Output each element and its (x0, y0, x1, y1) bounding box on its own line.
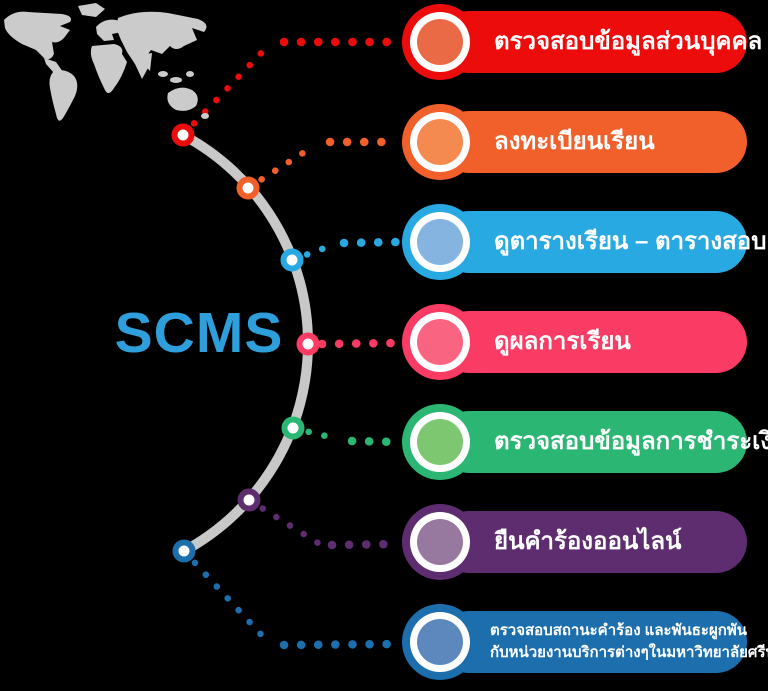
pill-label-line1: ตรวจสอบสถานะคำร้อง และพันธะผูกพัน (490, 621, 747, 639)
pill-label: ยืนคำร้องออนไลน์ (494, 528, 682, 556)
connector-dots (327, 539, 403, 550)
feature-row: ตรวจสอบข้อมูลส่วนบุคคล (0, 4, 768, 80)
pill-label-line2: กับหน่วยงานบริการต่างๆในมหาวิทยาลัยศรีปท… (490, 644, 768, 661)
connector-dots (179, 42, 272, 139)
badge-ring (410, 112, 470, 172)
scms-title: SCMS (114, 301, 284, 365)
node-dot (281, 416, 305, 440)
feature-row: ตรวจสอบสถานะคำร้อง และพันธะผูกพัน กับหน่… (0, 604, 768, 680)
badge-core (417, 219, 463, 265)
pill-label: ดูตารางเรียน – ตารางสอบ (494, 228, 767, 256)
node-dot (236, 176, 260, 200)
feature-row: ดูตารางเรียน – ตารางสอบ (0, 204, 768, 280)
pill-badge (402, 404, 478, 480)
pill-badge (402, 4, 478, 80)
node-dot (172, 539, 196, 563)
feature-row: ยืนคำร้องออนไลน์ (0, 504, 768, 580)
connector-dots (347, 436, 403, 447)
feature-row: ลงทะเบียนเรียน (0, 104, 768, 180)
badge-ring (410, 512, 470, 572)
badge-core (417, 419, 463, 465)
badge-core (417, 19, 463, 65)
node-dot (171, 123, 195, 147)
pill-badge (402, 104, 478, 180)
pill-bar[interactable]: ยืนคำร้องออนไลน์ (438, 511, 747, 573)
pill-label: ดูผลการเรียน (494, 328, 631, 356)
node-dot (237, 488, 261, 512)
badge-core (417, 619, 463, 665)
badge-ring (410, 412, 470, 472)
connector-dots (180, 547, 272, 646)
pill-bar[interactable]: ลงทะเบียนเรียน (438, 111, 747, 173)
node-dot (280, 248, 304, 272)
connector-dots (288, 242, 334, 264)
badge-core (417, 319, 463, 365)
badge-ring (410, 212, 470, 272)
pill-label: ลงทะเบียนเรียน (494, 128, 655, 156)
badge-ring (410, 12, 470, 72)
pill-bar[interactable]: ดูผลการเรียน (438, 311, 747, 373)
badge-ring (410, 612, 470, 672)
badge-core (417, 119, 463, 165)
pill-bar[interactable]: ตรวจสอบสถานะคำร้อง และพันธะผูกพัน กับหน่… (438, 611, 768, 673)
connector-dots (317, 338, 403, 349)
feature-row: ดูผลการเรียน (0, 304, 768, 380)
pill-badge (402, 504, 478, 580)
pill-badge (402, 204, 478, 280)
connector-dots (244, 142, 318, 192)
badge-core (417, 519, 463, 565)
pill-badge (402, 604, 478, 680)
connector-dots (245, 496, 322, 547)
world-map (4, 3, 209, 121)
feature-row: ตรวจสอบข้อมูลการชำระเงิน (0, 404, 768, 480)
connector-dots (279, 639, 403, 650)
pill-label: ตรวจสอบข้อมูลส่วนบุคคล (494, 28, 763, 56)
pill-badge (402, 304, 478, 380)
pill-label: ตรวจสอบสถานะคำร้อง และพันธะผูกพัน กับหน่… (438, 620, 768, 665)
node-dot (296, 332, 320, 356)
pill-bar[interactable]: ตรวจสอบข้อมูลส่วนบุคคล (438, 11, 763, 73)
pill-bar[interactable]: ตรวจสอบข้อมูลการชำระเงิน (438, 411, 768, 473)
pill-label: ตรวจสอบข้อมูลการชำระเงิน (494, 428, 768, 456)
pill-bar[interactable]: ดูตารางเรียน – ตารางสอบ (438, 211, 767, 273)
badge-ring (410, 312, 470, 372)
